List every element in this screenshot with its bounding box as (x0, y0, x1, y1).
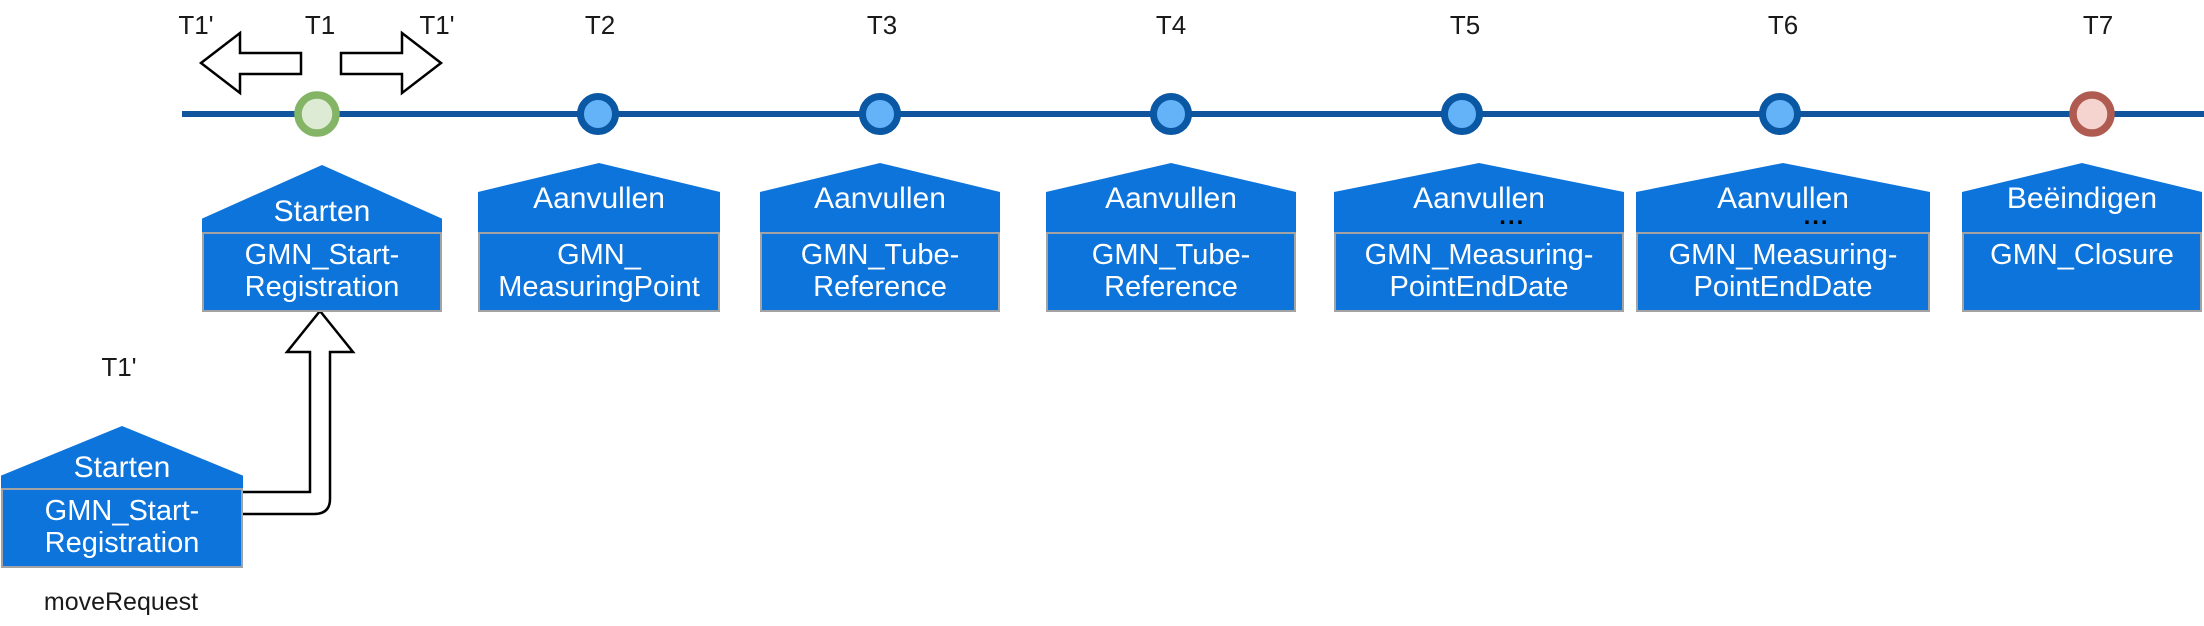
time-label-t4: T4 (1155, 10, 1187, 40)
moved-event-time-label: T1' (101, 352, 137, 382)
ellipsis-more-indicator: ... (1499, 203, 1526, 230)
action-label: Aanvullen (814, 182, 946, 215)
doc-line: GMN_Start- (44, 495, 200, 527)
event-marker-t6 (1759, 93, 1801, 135)
doc-line: Reference (813, 271, 947, 303)
action-label: Aanvullen (533, 182, 665, 215)
doc-line: GMN_Measuring- (1364, 239, 1594, 271)
event-house-t7: Beëindigen GMN_Closure (1962, 163, 2202, 312)
event-marker-t1-start (294, 91, 340, 137)
move-up-arrow-icon (243, 309, 356, 516)
house-roof: Beëindigen (1962, 163, 2202, 232)
shift-left-arrow-icon (198, 30, 303, 96)
house-body: GMN_Measuring- PointEndDate (1334, 232, 1624, 312)
house-body: GMN_Measuring- PointEndDate (1636, 232, 1930, 312)
action-label: Aanvullen (1717, 182, 1849, 215)
doc-line: MeasuringPoint (498, 271, 700, 303)
time-label-t3: T3 (866, 10, 898, 40)
time-label-t2: T2 (584, 10, 616, 40)
shift-left-label: T1' (178, 10, 214, 40)
event-house-t3: Aanvullen GMN_Tube- Reference (760, 163, 1000, 312)
house-roof: Starten (202, 165, 442, 232)
action-label: Aanvullen (1413, 182, 1545, 215)
event-house-t4: Aanvullen GMN_Tube- Reference (1046, 163, 1296, 312)
action-label: Starten (273, 195, 371, 228)
time-label-t1: T1 (304, 10, 336, 40)
action-label: Starten (73, 451, 171, 484)
doc-line: GMN_ (557, 239, 641, 271)
shift-right-arrow-icon (339, 30, 444, 96)
action-label: Aanvullen (1105, 182, 1237, 215)
event-house-t2: Aanvullen GMN_ MeasuringPoint (478, 163, 720, 312)
doc-line: GMN_Closure (1990, 239, 2174, 271)
house-body: GMN_Tube- Reference (1046, 232, 1296, 312)
house-body: GMN_ MeasuringPoint (478, 232, 720, 312)
time-label-t7: T7 (2082, 10, 2114, 40)
doc-line: Registration (44, 527, 200, 559)
house-roof: Aanvullen ... (1636, 163, 1930, 232)
house-body: GMN_Start- Registration (202, 232, 442, 312)
doc-line: GMN_Measuring- (1668, 239, 1898, 271)
house-body: GMN_Closure (1962, 232, 2202, 312)
event-marker-t5 (1441, 93, 1483, 135)
house-roof: Starten (1, 426, 243, 488)
shift-right-label: T1' (419, 10, 455, 40)
doc-line: PointEndDate (1693, 271, 1873, 303)
event-marker-t3 (859, 93, 901, 135)
house-roof: Aanvullen ... (1334, 163, 1624, 232)
doc-line: GMN_Start- (244, 239, 400, 271)
house-body: GMN_Tube- Reference (760, 232, 1000, 312)
event-marker-t2 (577, 93, 619, 135)
time-label-t6: T6 (1767, 10, 1799, 40)
event-house-t6: Aanvullen ... GMN_Measuring- PointEndDat… (1636, 163, 1930, 312)
action-label: Beëindigen (2006, 182, 2158, 215)
ellipsis-more-indicator: ... (1803, 203, 1830, 230)
event-house-t5: Aanvullen ... GMN_Measuring- PointEndDat… (1334, 163, 1624, 312)
house-roof: Aanvullen (760, 163, 1000, 232)
doc-line: Reference (1104, 271, 1238, 303)
time-label-t5: T5 (1449, 10, 1481, 40)
doc-line: GMN_Tube- (1091, 239, 1251, 271)
house-roof: Aanvullen (1046, 163, 1296, 232)
event-house-t1-moved: Starten GMN_Start- Registration (1, 426, 243, 568)
house-body: GMN_Start- Registration (1, 488, 243, 568)
doc-line: PointEndDate (1389, 271, 1569, 303)
event-marker-t7-end (2069, 91, 2115, 137)
event-marker-t4 (1150, 93, 1192, 135)
move-request-note: moveRequest (43, 588, 199, 616)
doc-line: GMN_Tube- (800, 239, 960, 271)
doc-line: Registration (244, 271, 400, 303)
event-house-t1: Starten GMN_Start- Registration (202, 165, 442, 312)
house-roof: Aanvullen (478, 163, 720, 232)
